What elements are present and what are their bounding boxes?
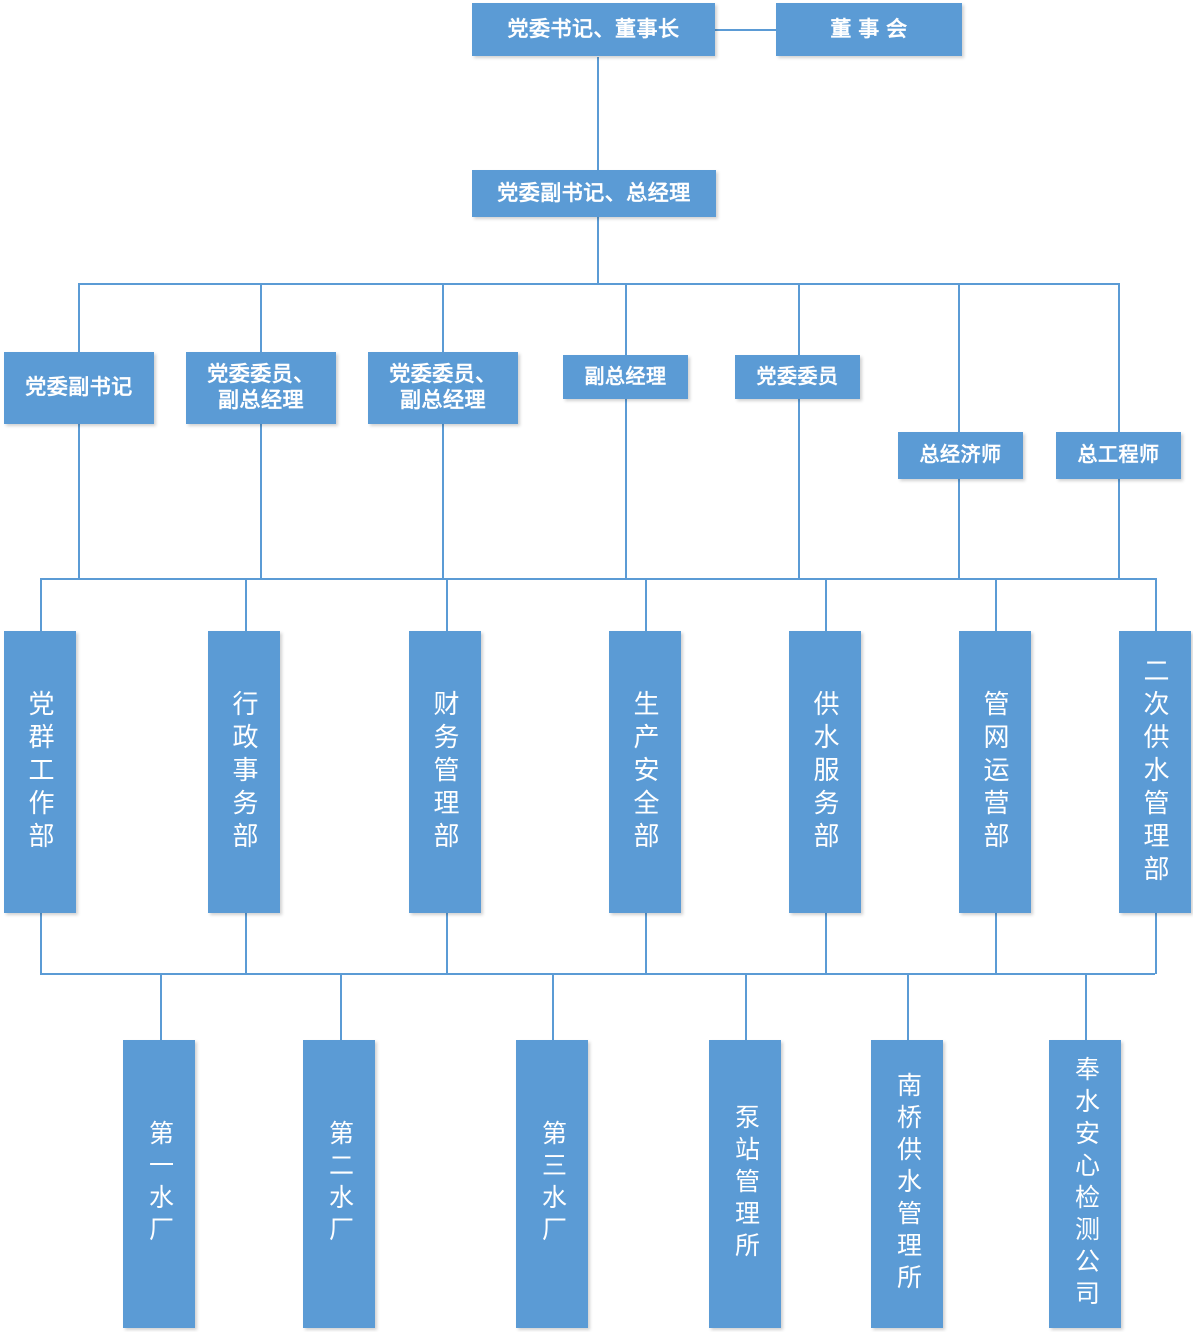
node-pump-station-management-office-label: 泵站管理所: [731, 1104, 760, 1264]
node-party-member-dgm-2-label: 党委委员、 副总经理: [389, 363, 497, 412]
connector-drop-party-member: [798, 283, 800, 355]
connector-run-party-member-dgm-1-down: [260, 424, 262, 579]
connector-drop-waterworks-3: [552, 973, 554, 1040]
node-fengshui-anxin-testing-company[interactable]: 奉水安心检测公司: [1049, 1040, 1121, 1328]
connector-drop-chief-engineer: [1118, 283, 1120, 432]
node-chairman[interactable]: 党委书记、董事长: [472, 3, 715, 56]
connector-run-party-mass-work-dept-down: [40, 912, 42, 974]
node-admin-affairs-dept[interactable]: 行政事务部: [208, 631, 280, 913]
connector-drop-party-mass-work-dept: [40, 578, 42, 632]
connector-drop-pipe-network-operation-dept: [995, 578, 997, 632]
node-nanqiao-water-supply-management-office-label: 南桥供水管理所: [893, 1072, 922, 1296]
node-pipe-network-operation-dept-label: 管网运营部: [980, 689, 1010, 855]
node-chairman-label: 党委书记、董事长: [507, 17, 680, 41]
node-chief-economist[interactable]: 总经济师: [898, 432, 1023, 479]
node-secondary-water-supply-management-dept[interactable]: 二次供水管理部: [1119, 631, 1191, 913]
node-board[interactable]: 董 事 会: [776, 3, 962, 56]
node-general-manager[interactable]: 党委副书记、总经理: [472, 170, 716, 217]
node-party-member-dgm-1-label: 党委委员、 副总经理: [207, 363, 315, 412]
node-production-safety-dept-label: 生产安全部: [630, 689, 660, 855]
connector-drop-nanqiao-water-supply-management-office: [907, 973, 909, 1040]
node-fengshui-anxin-testing-company-label: 奉水安心检测公司: [1071, 1056, 1100, 1312]
connector-run-chief-economist-down: [958, 479, 960, 579]
connector-run-secondary-water-supply-management-dept-down: [1155, 912, 1157, 974]
node-admin-affairs-dept-label: 行政事务部: [229, 689, 259, 855]
connector-drop-pump-station-management-office: [745, 973, 747, 1040]
node-deputy-party-secretary[interactable]: 党委副书记: [4, 352, 154, 424]
connector-drop-party-member-dgm-1: [260, 283, 262, 353]
node-production-safety-dept[interactable]: 生产安全部: [609, 631, 681, 913]
node-waterworks-3[interactable]: 第三水厂: [516, 1040, 588, 1328]
connector-drop-water-supply-service-dept: [825, 578, 827, 632]
connector-run-party-member-down: [798, 399, 800, 579]
connector-drop-production-safety-dept: [645, 578, 647, 632]
connector-bus-level3: [78, 283, 1120, 285]
connector-drop-deputy-party-secretary: [78, 283, 80, 353]
node-party-member-dgm-2[interactable]: 党委委员、 副总经理: [368, 352, 518, 424]
node-party-member[interactable]: 党委委员: [735, 355, 860, 399]
node-general-manager-label: 党委副书记、总经理: [497, 181, 691, 205]
node-chief-economist-label: 总经济师: [919, 444, 1002, 467]
node-finance-management-dept-label: 财务管理部: [430, 689, 460, 855]
connector-run-party-member-dgm-2-down: [442, 424, 444, 579]
node-deputy-general-manager-label: 副总经理: [584, 365, 667, 388]
node-waterworks-1[interactable]: 第一水厂: [123, 1040, 195, 1328]
connector-gm-down: [597, 216, 599, 284]
node-water-supply-service-dept-label: 供水服务部: [810, 689, 840, 855]
node-waterworks-1-label: 第一水厂: [145, 1120, 174, 1248]
node-secondary-water-supply-management-dept-label: 二次供水管理部: [1140, 656, 1170, 888]
connector-chairman-to-board: [713, 29, 776, 31]
node-finance-management-dept[interactable]: 财务管理部: [409, 631, 481, 913]
connector-run-admin-affairs-dept-down: [245, 912, 247, 974]
connector-bus-level4: [40, 578, 1155, 580]
connector-run-deputy-party-secretary-down: [78, 424, 80, 579]
node-water-supply-service-dept[interactable]: 供水服务部: [789, 631, 861, 913]
connector-run-deputy-general-manager-down: [625, 399, 627, 579]
node-pipe-network-operation-dept[interactable]: 管网运营部: [959, 631, 1031, 913]
node-party-mass-work-dept-label: 党群工作部: [25, 689, 55, 855]
node-nanqiao-water-supply-management-office[interactable]: 南桥供水管理所: [871, 1040, 943, 1328]
connector-drop-admin-affairs-dept: [245, 578, 247, 632]
node-deputy-party-secretary-label: 党委副书记: [25, 376, 133, 400]
connector-drop-party-member-dgm-2: [442, 283, 444, 353]
node-party-member-label: 党委委员: [756, 365, 839, 388]
connector-drop-fengshui-anxin-testing-company: [1085, 973, 1087, 1040]
connector-drop-chief-economist: [958, 283, 960, 432]
node-party-member-dgm-1[interactable]: 党委委员、 副总经理: [186, 352, 336, 424]
node-pump-station-management-office[interactable]: 泵站管理所: [709, 1040, 781, 1328]
connector-run-chief-engineer-down: [1118, 479, 1120, 579]
node-waterworks-2[interactable]: 第二水厂: [303, 1040, 375, 1328]
node-party-mass-work-dept[interactable]: 党群工作部: [4, 631, 76, 913]
connector-run-finance-management-dept-down: [446, 912, 448, 974]
connector-run-pipe-network-operation-dept-down: [995, 912, 997, 974]
node-chief-engineer[interactable]: 总工程师: [1056, 432, 1181, 479]
connector-run-production-safety-dept-down: [645, 912, 647, 974]
node-waterworks-3-label: 第三水厂: [538, 1120, 567, 1248]
node-waterworks-2-label: 第二水厂: [325, 1120, 354, 1248]
connector-drop-waterworks-2: [340, 973, 342, 1040]
connector-bus-level5: [40, 973, 1155, 975]
connector-run-water-supply-service-dept-down: [825, 912, 827, 974]
connector-drop-waterworks-1: [160, 973, 162, 1040]
connector-drop-secondary-water-supply-management-dept: [1155, 578, 1157, 632]
node-chief-engineer-label: 总工程师: [1077, 444, 1160, 467]
connector-chairman-down: [597, 57, 599, 174]
node-deputy-general-manager[interactable]: 副总经理: [563, 355, 688, 399]
node-board-label: 董 事 会: [830, 17, 908, 41]
connector-drop-finance-management-dept: [446, 578, 448, 632]
connector-drop-deputy-general-manager: [625, 283, 627, 355]
